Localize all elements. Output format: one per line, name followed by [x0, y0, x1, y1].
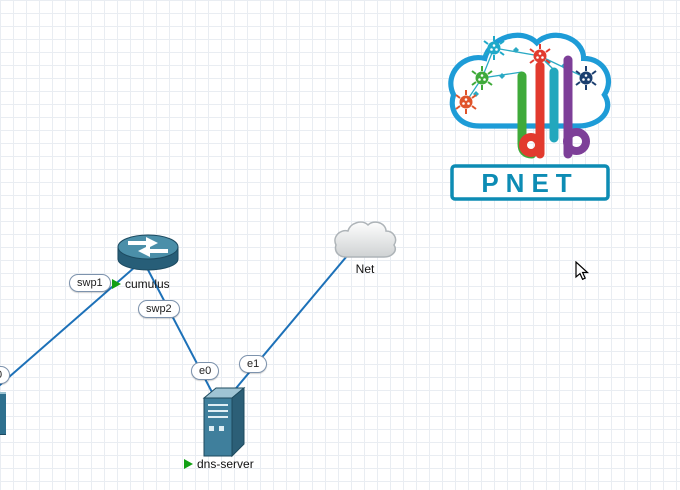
logo-lab-letters — [517, 55, 590, 159]
cloud-node-net[interactable] — [330, 217, 400, 266]
pnetlab-logo-graphic: PNET — [448, 32, 612, 201]
interface-label-e0: e0 — [191, 362, 220, 380]
partial-node-left-edge[interactable] — [0, 392, 6, 435]
node-name: cumulus — [125, 277, 170, 291]
logo-wordmark-text: PNET — [481, 168, 578, 198]
interface-label-e1: e1 — [239, 355, 268, 373]
node-name: dns-server — [197, 457, 254, 471]
router-node-cumulus[interactable] — [114, 231, 182, 280]
server-node-dns[interactable] — [200, 386, 248, 463]
node-label-dns-server: dns-server — [184, 457, 254, 471]
network-cloud-icon — [334, 221, 397, 258]
interface-label-swp2: swp2 — [138, 300, 180, 318]
server-icon — [202, 386, 246, 458]
interface-label-swp1: swp1 — [69, 274, 111, 292]
running-status-icon — [184, 459, 193, 469]
node-label-net: Net — [355, 262, 375, 276]
router-icon — [117, 234, 179, 271]
logo-wordmark-box — [450, 164, 610, 201]
interface-label-edge-partial: 0 — [0, 366, 11, 384]
mouse-cursor-icon — [575, 261, 590, 281]
pnetlab-logo: PNET — [436, 16, 626, 223]
running-status-icon — [112, 279, 121, 289]
node-label-cumulus: cumulus — [112, 277, 170, 291]
